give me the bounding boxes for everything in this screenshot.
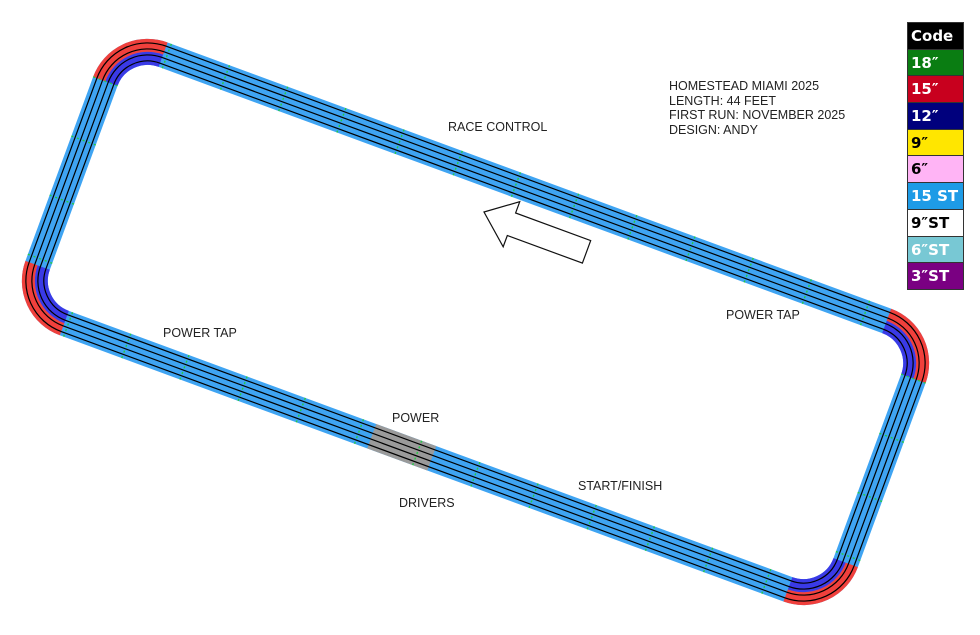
label-start-finish: START/FINISH	[578, 479, 663, 493]
track-joint	[161, 43, 172, 69]
track-joint	[510, 172, 522, 197]
curve-15-outer	[21, 260, 65, 336]
track-joint	[179, 354, 190, 380]
power-section	[367, 423, 437, 471]
curve-15-outer	[783, 562, 858, 606]
direction-arrow-icon	[483, 200, 592, 264]
info-first-run: FIRST RUN: NOVEMBER 2025	[669, 108, 846, 122]
info-title: HOMESTEAD MIAMI 2025	[669, 79, 820, 93]
track-joint	[801, 279, 813, 304]
legend-item: 6″	[908, 156, 963, 184]
legend-item: 12″	[908, 103, 963, 130]
track-joint	[702, 547, 714, 573]
track-joint	[586, 504, 597, 530]
curve-12-inner	[105, 51, 164, 87]
track-joint	[743, 257, 754, 283]
legend-item: 15 ST	[908, 183, 963, 210]
label-power: POWER	[392, 411, 440, 425]
track-joint	[900, 373, 926, 384]
legend-item: 18″	[908, 49, 963, 77]
track-joint	[470, 461, 481, 487]
curve-15-outer	[93, 38, 168, 82]
track-joint	[857, 491, 883, 503]
track-joint	[49, 194, 75, 205]
track-joint	[528, 483, 539, 509]
track-joint	[62, 312, 74, 337]
track-joint	[761, 568, 772, 594]
track-joint	[644, 526, 656, 552]
legend-item: 6″ST	[908, 236, 963, 264]
legend-item: 15″	[908, 76, 963, 104]
track-joint	[394, 129, 405, 155]
curve-12-inner	[787, 557, 846, 593]
track-joint	[879, 432, 905, 443]
curve-15-outer	[886, 308, 930, 384]
track-joint	[219, 65, 231, 90]
track-info: HOMESTEAD MIAMI 2025 LENGTH: 44 FEET FIR…	[669, 79, 845, 137]
track-joint	[685, 236, 696, 262]
legend-item: 3″ST	[908, 263, 963, 289]
legend-item: Code	[908, 23, 963, 50]
track-joint	[278, 86, 289, 112]
label-power-tap-right: POWER TAP	[726, 308, 800, 322]
track-joint	[859, 300, 871, 326]
track-joint	[452, 150, 463, 176]
legend-item: 9″	[908, 129, 963, 157]
track-joint	[353, 419, 365, 444]
lane-line	[43, 60, 908, 584]
track-joint	[27, 253, 53, 264]
label-power-tap-left: POWER TAP	[163, 326, 237, 340]
info-length: LENGTH: 44 FEET	[669, 93, 776, 108]
info-design: DESIGN: ANDY	[669, 122, 758, 137]
track-joint	[121, 333, 132, 359]
track-joint	[92, 76, 118, 87]
track-joint	[569, 193, 580, 219]
lane-line	[25, 42, 926, 602]
track-joint	[71, 135, 97, 146]
curve-12-inner	[881, 320, 917, 379]
lane-line	[31, 48, 920, 596]
label-race-control: RACE CONTROL	[448, 120, 548, 134]
track-joint	[336, 107, 347, 133]
curve-12-inner	[34, 265, 70, 324]
track-joint	[295, 397, 306, 423]
label-drivers: DRIVERS	[399, 496, 455, 510]
track-joint	[835, 550, 861, 562]
legend-item: 9″ST	[908, 209, 963, 237]
track-joint	[627, 214, 638, 240]
lane-line	[37, 54, 914, 590]
track-joint	[237, 376, 248, 402]
track-joint	[412, 440, 423, 466]
